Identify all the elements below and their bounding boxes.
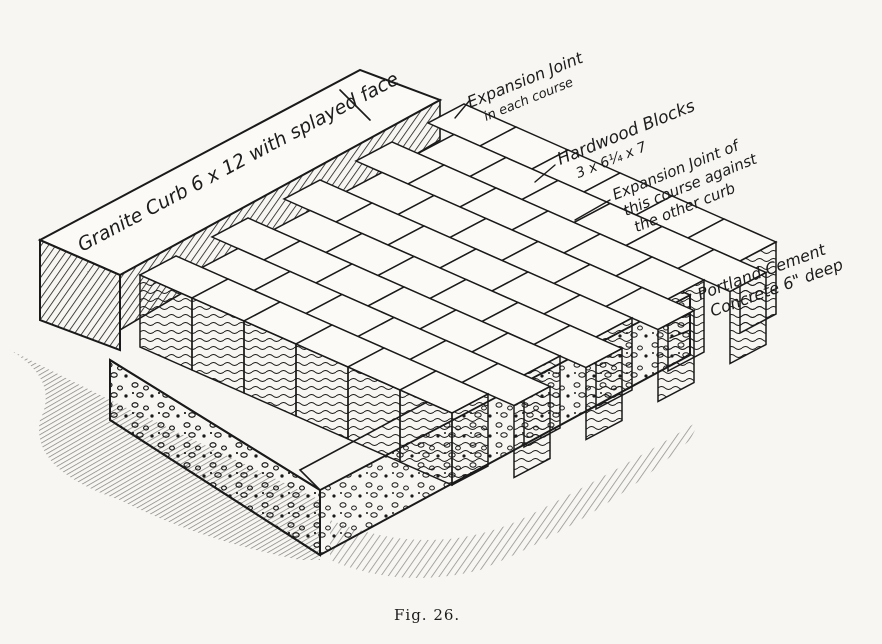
figure-caption: Fig. 26. — [394, 606, 460, 624]
hardwood-blocks — [138, 103, 778, 487]
block-end — [585, 347, 623, 441]
block-end — [657, 309, 695, 403]
block-end — [729, 271, 767, 365]
leader-lines — [454, 99, 691, 339]
block-end — [513, 385, 551, 479]
block-end — [451, 392, 489, 487]
expansion-each-course-label: Expansion Joint in each course — [464, 48, 586, 125]
